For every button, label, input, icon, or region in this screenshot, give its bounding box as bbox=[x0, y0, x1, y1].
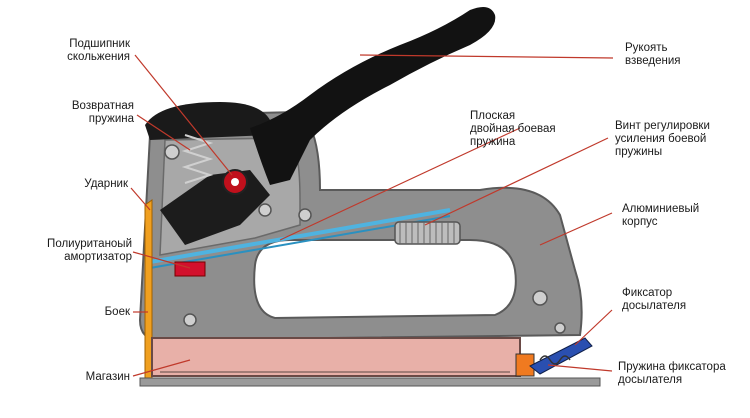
label-blade: Боек bbox=[104, 306, 130, 318]
pusher-lock-lever bbox=[529, 337, 593, 375]
label-flat-spring: Плоская двойная боевая пружина bbox=[470, 110, 556, 148]
screw bbox=[298, 208, 312, 222]
label-pusher-lock-spring: Пружина фиксатора досылателя bbox=[618, 361, 726, 386]
label-cocking-handle: Рукоять взведения bbox=[625, 42, 681, 67]
return-spring bbox=[181, 134, 214, 184]
leader-lines bbox=[130, 54, 614, 377]
grip-opening bbox=[253, 239, 517, 320]
pusher-lock-spring bbox=[539, 355, 571, 365]
label-magazine: Магазин bbox=[85, 371, 130, 383]
label-return-spring: Возвратная пружина bbox=[71, 100, 134, 125]
screw bbox=[183, 313, 197, 327]
cocking-handle bbox=[250, 6, 496, 186]
polyurethane-damper bbox=[174, 261, 206, 277]
label-aluminum-body: Алюминиевый корпус bbox=[622, 203, 700, 228]
adjustment-screw bbox=[394, 221, 461, 245]
striker-blade bbox=[144, 199, 153, 386]
head-cover bbox=[145, 102, 270, 140]
base-rail bbox=[139, 377, 601, 387]
screw bbox=[258, 203, 272, 217]
screw bbox=[532, 290, 548, 306]
flat-spring bbox=[149, 208, 451, 264]
label-damper: Полиуританоый амортизатор bbox=[47, 238, 132, 263]
label-adjust-screw: Винт регулировки усиления боевой пружины bbox=[615, 120, 710, 158]
magazine bbox=[151, 337, 521, 377]
label-striker: Ударник bbox=[84, 178, 128, 190]
screw bbox=[554, 322, 566, 334]
label-bearing: Подшипник скольжения bbox=[67, 38, 130, 63]
label-pusher-lock: Фиксатор досылателя bbox=[622, 287, 687, 312]
screw bbox=[164, 144, 180, 160]
